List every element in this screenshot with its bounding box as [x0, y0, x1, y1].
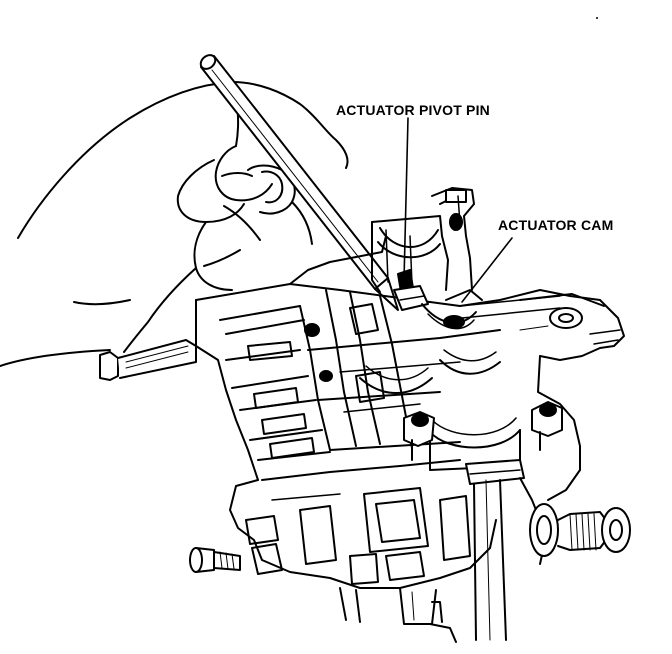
- hand: [0, 81, 349, 367]
- actuator-assembly: [371, 187, 561, 330]
- pivot-pin-leader: [403, 117, 409, 281]
- leader-lines: [403, 117, 513, 303]
- actuator-cam-label: ACTUATOR CAM: [498, 217, 614, 233]
- mounting-screw: [189, 547, 241, 573]
- probe-tool: [199, 54, 399, 311]
- connector-bolt: [465, 459, 631, 641]
- actuator-pivot-pin-label: ACTUATOR PIVOT PIN: [336, 102, 490, 118]
- saddle-supports: [304, 323, 563, 471]
- cam-leader: [461, 237, 513, 303]
